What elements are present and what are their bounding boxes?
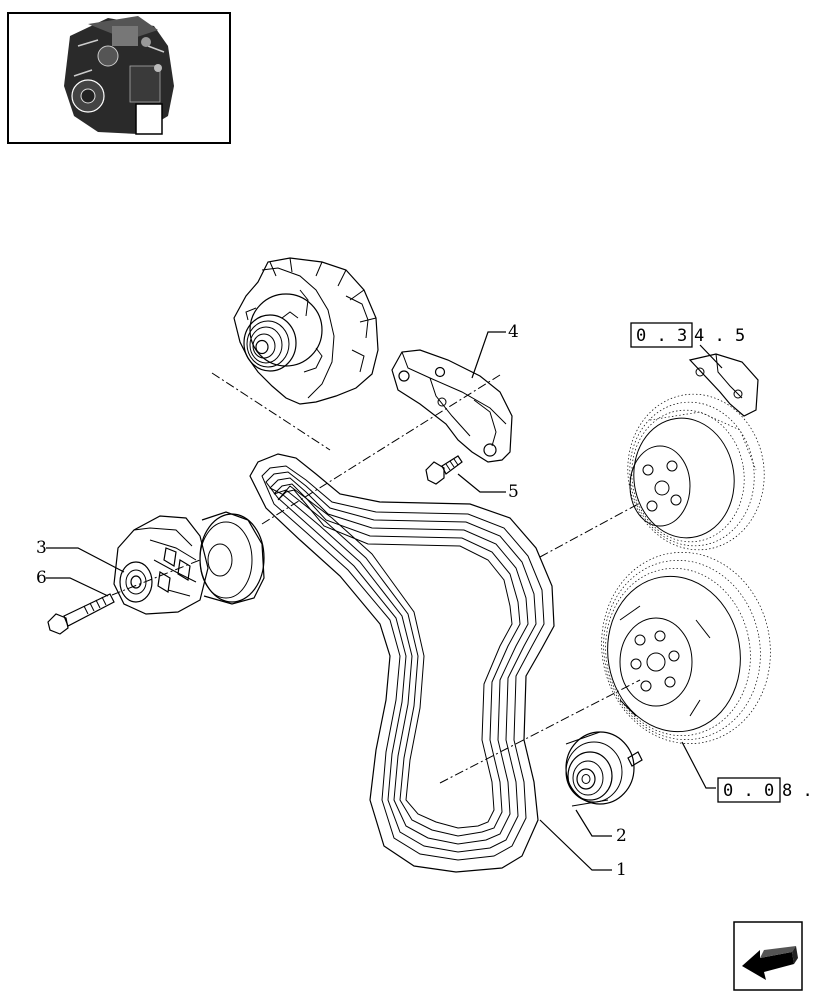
ref-label-0-3-4-5[interactable]: 0 . 3 4 . 5 bbox=[630, 322, 745, 348]
poly-v-belt-part-1 bbox=[249, 453, 555, 873]
bolt-part-5 bbox=[425, 455, 463, 485]
ref-tail-text: 4 . 5 bbox=[694, 326, 745, 346]
tensioner-axis-line bbox=[111, 559, 201, 596]
callout-4: 4 bbox=[508, 322, 519, 342]
pump-axis-line bbox=[539, 502, 641, 558]
belt-tensioner-part-3 bbox=[113, 511, 265, 615]
bolt-part-6 bbox=[47, 593, 115, 635]
idler-pulley-part-2 bbox=[565, 731, 643, 807]
bracket-part-4 bbox=[391, 349, 513, 463]
engine-thumbnail-icon[interactable] bbox=[7, 12, 231, 144]
center-lines bbox=[111, 372, 641, 784]
callout-5: 5 bbox=[508, 482, 519, 502]
next-page-arrow-icon[interactable] bbox=[733, 921, 803, 991]
callout-2: 2 bbox=[616, 826, 627, 846]
ref-boxed-text: 0 . 3 bbox=[636, 326, 687, 346]
callout-1: 1 bbox=[616, 860, 627, 880]
damper-axis-line bbox=[439, 679, 641, 784]
callout-3: 3 bbox=[36, 538, 47, 558]
callout-6: 6 bbox=[36, 568, 47, 588]
leader-lines bbox=[46, 331, 723, 871]
water-pump-pulley bbox=[627, 353, 765, 551]
ref-label-0-0-8[interactable]: 0 . 0 8 . bbox=[717, 777, 813, 803]
alternator-axis-line bbox=[211, 372, 331, 451]
crankshaft-damper-pulley bbox=[601, 551, 771, 745]
ref-boxed-text: 0 . 0 bbox=[723, 781, 774, 801]
alternator bbox=[233, 257, 379, 405]
alternator-pulley bbox=[243, 307, 299, 372]
ref-tail-text: 8 . bbox=[782, 781, 813, 801]
